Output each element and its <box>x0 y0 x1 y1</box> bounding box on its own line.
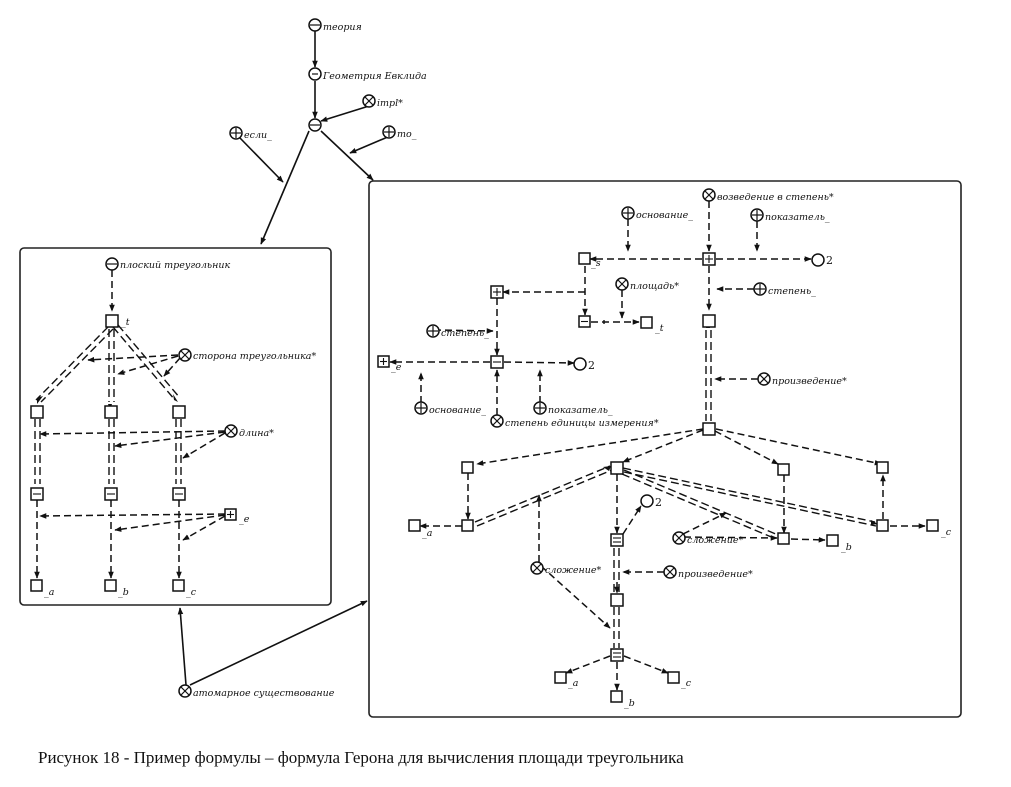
label-base-mid: основание_ <box>429 405 486 416</box>
label-t-right: _t <box>655 323 664 334</box>
two-mid-node <box>573 357 587 371</box>
dashed-links <box>34 201 926 691</box>
label-exponentiation: возведение в степень* <box>717 192 834 203</box>
circle-glyphs <box>107 24 769 696</box>
label-impl: impl* <box>377 98 403 109</box>
label-base-top: основание_ <box>636 210 693 221</box>
label-two-low: 2 <box>655 496 662 509</box>
two-top-node <box>811 253 825 267</box>
label-a-bottom: _a <box>568 678 579 689</box>
label-b-left: _b <box>118 587 129 598</box>
heron-formula-diagram: теория Геометрия Евклида impl* если_ то_… <box>19 18 962 718</box>
label-esli: если_ <box>244 130 272 141</box>
label-b-right: _b <box>841 542 852 553</box>
label-degree-mid: степень_ <box>441 328 489 339</box>
double-arrowheads <box>37 322 878 525</box>
label-product2: произведение* <box>678 569 753 580</box>
concept-circles <box>105 18 825 698</box>
solid-links <box>177 31 391 686</box>
two-low-node <box>640 494 654 508</box>
label-area: площадь* <box>630 281 679 292</box>
label-c-left: _c <box>186 587 197 598</box>
label-triangle-side: сторона треугольника* <box>193 351 316 362</box>
label-unit-degree: степень единицы измерения* <box>505 418 659 429</box>
label-addition-right: сложение* <box>687 535 744 546</box>
label-geometry: Геометрия Евклида <box>322 71 427 82</box>
label-two-top: 2 <box>826 254 833 267</box>
label-exponent-mid: показатель_ <box>548 405 613 416</box>
double-dashed-links <box>34 320 877 648</box>
label-exponent-top: показатель_ <box>765 212 830 223</box>
figure-caption: Рисунок 18 - Пример формулы – формула Ге… <box>38 748 684 767</box>
label-teoriya: теория <box>323 22 362 33</box>
label-addition-left: сложение* <box>545 565 602 576</box>
label-flat-triangle: плоский треугольник <box>120 260 230 271</box>
label-atomic: атомарное существование <box>193 688 335 699</box>
label-e-left: _e <box>239 514 250 525</box>
square-nodes <box>30 252 939 703</box>
label-to: то_ <box>397 129 417 140</box>
node-labels: теория Геометрия Евклида impl* если_ то_… <box>44 22 952 709</box>
label-degree-right: степень_ <box>768 286 816 297</box>
label-c-right: _c <box>941 527 952 538</box>
label-a-left: _a <box>44 587 55 598</box>
label-t-index: _t <box>121 317 130 328</box>
square-glyphs <box>33 255 713 658</box>
label-a-right: _a <box>422 528 433 539</box>
label-e-mid: _e <box>391 362 402 373</box>
label-product1: произведение* <box>772 376 847 387</box>
right-frame <box>368 180 962 718</box>
label-length: длина* <box>239 428 274 439</box>
label-s-index: _s <box>591 258 601 269</box>
label-b-bottom: _b <box>624 698 635 709</box>
left-frame <box>19 247 332 606</box>
label-two-mid: 2 <box>588 359 595 372</box>
label-c-bottom: _c <box>681 678 692 689</box>
